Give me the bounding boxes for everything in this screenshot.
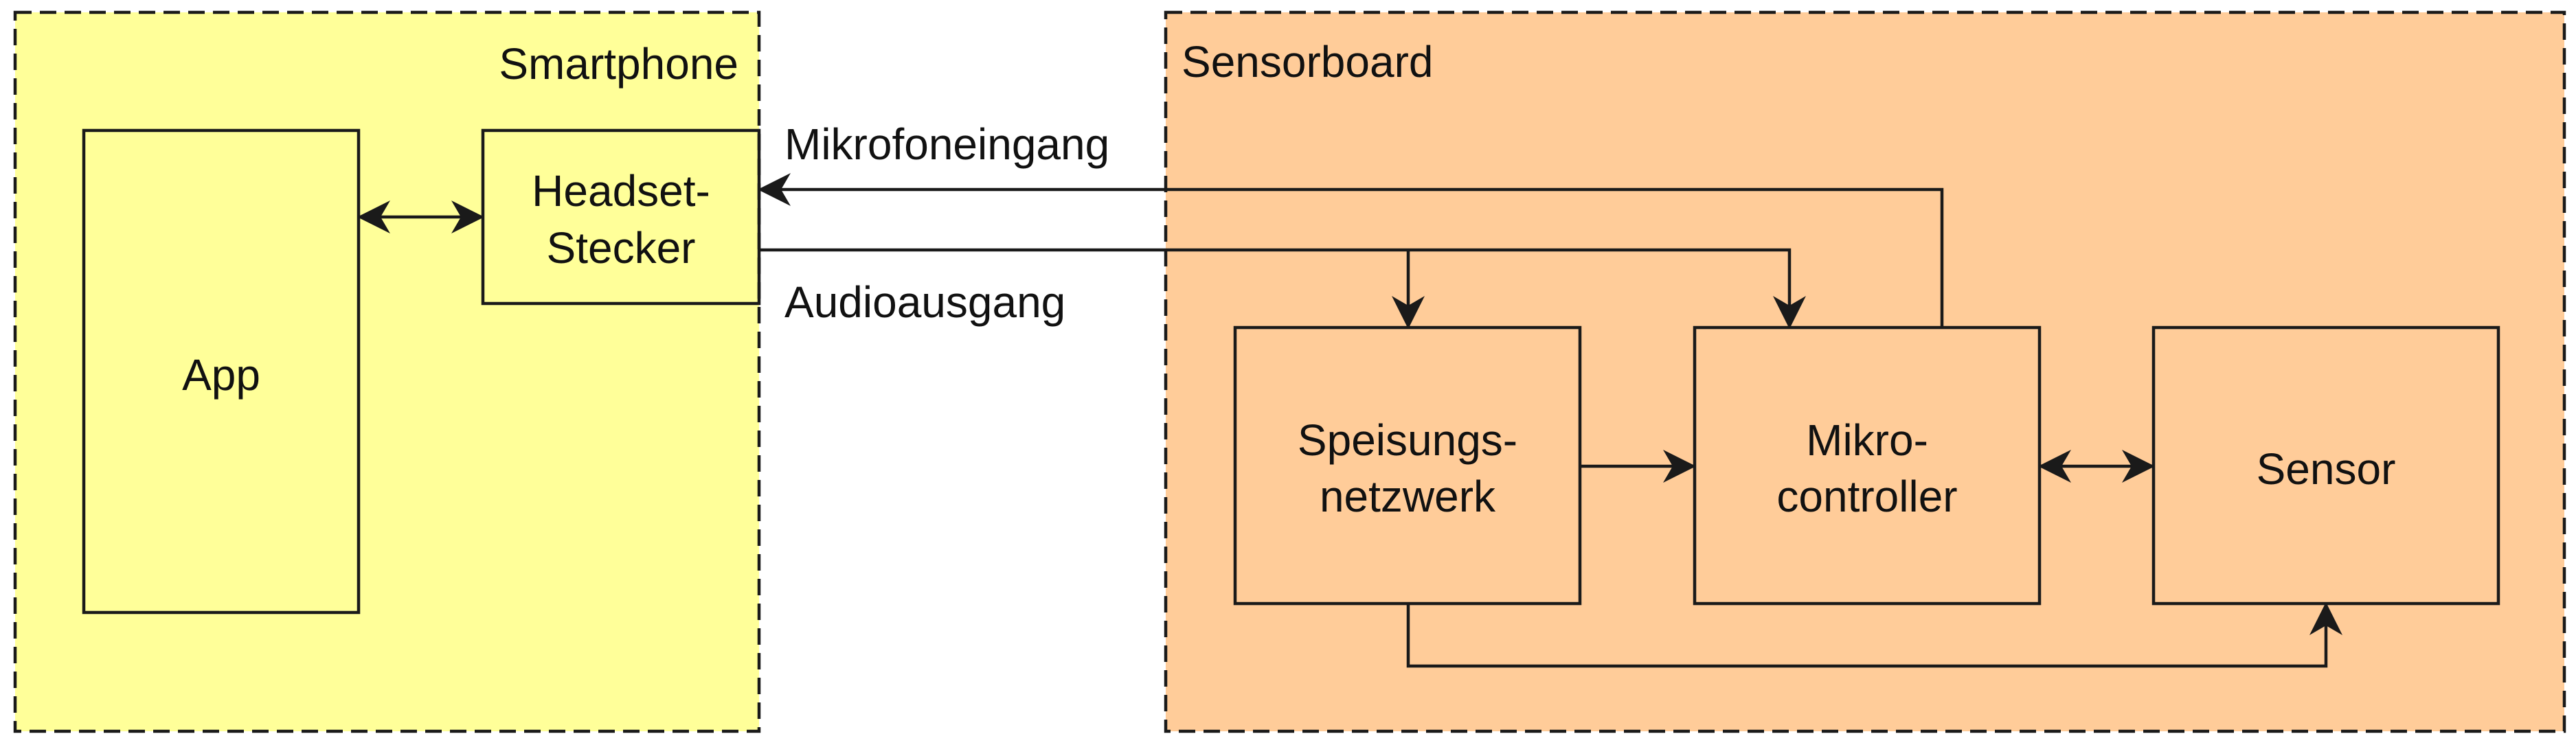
headset-label-line2: Stecker [547, 223, 696, 273]
smartphone-group [13, 10, 761, 733]
mikro-label-line1: Mikro- [1806, 415, 1928, 465]
app-box [82, 128, 361, 615]
app-label: App [182, 350, 260, 400]
sensorboard-group-label: Sensorboard [1182, 37, 1433, 87]
audio-edge-label: Audioausgang [784, 277, 1065, 327]
sensor-label: Sensor [2257, 444, 2396, 494]
speisung-label-line1: Speisungs- [1298, 415, 1517, 465]
headset-label-line1: Headset- [532, 166, 710, 216]
speisung-label-line2: netzwerk [1320, 472, 1496, 521]
mikrofon-edge-label: Mikrofoneingang [784, 119, 1109, 169]
sensorboard-group [1164, 10, 2566, 733]
speisung-sensor-connector [1406, 602, 2342, 668]
smartphone-group-label: Smartphone [499, 39, 738, 89]
audio-connector [759, 248, 1806, 329]
mikro-label-line2: controller [1776, 472, 1957, 521]
mikrofon-connector [758, 173, 1944, 328]
